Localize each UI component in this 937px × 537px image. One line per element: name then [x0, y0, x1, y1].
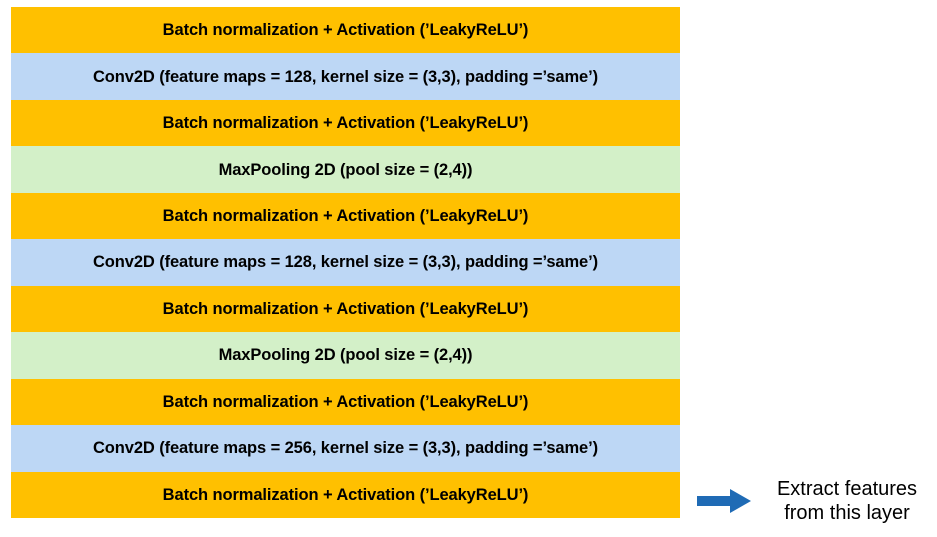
layer-label: Batch normalization + Activation (’Leaky… [162, 392, 529, 411]
layer-label: MaxPooling 2D (pool size = (2,4)) [218, 346, 473, 365]
layer-row-conv2d[interactable]: Conv2D (feature maps = 256, kernel size … [11, 425, 680, 472]
layer-row-maxpooling[interactable]: MaxPooling 2D (pool size = (2,4)) [11, 146, 680, 193]
layer-row-batchnorm[interactable]: Batch normalization + Activation (’Leaky… [11, 378, 680, 426]
layer-row-batchnorm[interactable]: Batch normalization + Activation (’Leaky… [11, 471, 680, 518]
extract-features-annotation: Extract features from this layer [697, 470, 937, 532]
layer-label: Batch normalization + Activation (’Leaky… [162, 21, 529, 40]
extract-caption-line-1: Extract features [776, 477, 918, 500]
layer-row-conv2d[interactable]: Conv2D (feature maps = 128, kernel size … [11, 53, 680, 100]
layer-row-conv2d[interactable]: Conv2D (feature maps = 128, kernel size … [11, 239, 680, 286]
layer-row-maxpooling[interactable]: MaxPooling 2D (pool size = (2,4)) [11, 332, 680, 379]
right-block-arrow-icon [697, 489, 751, 513]
extract-caption-line-2: from this layer [784, 502, 910, 524]
layer-row-batchnorm[interactable]: Batch normalization + Activation (’Leaky… [11, 7, 680, 54]
layer-label: Conv2D (feature maps = 128, kernel size … [92, 253, 599, 272]
layer-stack: Batch normalization + Activation (’Leaky… [11, 7, 680, 518]
layer-label: Conv2D (feature maps = 256, kernel size … [92, 439, 599, 458]
layer-label: Batch normalization + Activation (’Leaky… [162, 299, 529, 318]
layer-label: Batch normalization + Activation (’Leaky… [162, 114, 529, 133]
extract-features-caption: Extract features from this layer [751, 477, 937, 526]
layer-row-batchnorm[interactable]: Batch normalization + Activation (’Leaky… [11, 99, 680, 147]
layer-label: MaxPooling 2D (pool size = (2,4)) [218, 160, 473, 179]
layer-label: Batch normalization + Activation (’Leaky… [162, 485, 529, 504]
layer-label: Conv2D (feature maps = 128, kernel size … [92, 67, 599, 86]
layer-label: Batch normalization + Activation (’Leaky… [162, 206, 529, 225]
layer-row-batchnorm[interactable]: Batch normalization + Activation (’Leaky… [11, 192, 680, 240]
layer-row-batchnorm[interactable]: Batch normalization + Activation (’Leaky… [11, 285, 680, 333]
